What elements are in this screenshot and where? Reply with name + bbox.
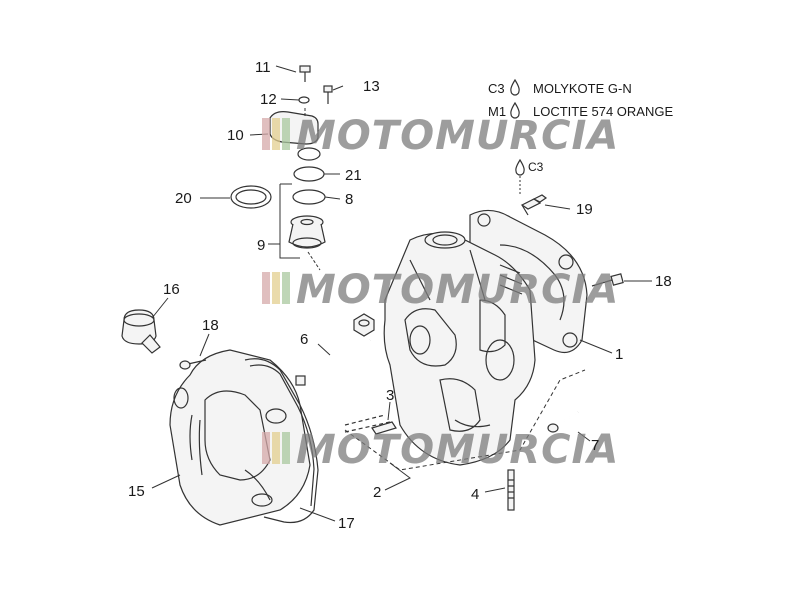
label-part-10: 10 xyxy=(227,127,244,144)
label-part-7: 7 xyxy=(591,437,599,454)
part-20-gasket-ring xyxy=(230,185,272,209)
part-7-bolt xyxy=(547,411,579,433)
label-part-9: 9 xyxy=(257,237,265,254)
part-21-o-ring xyxy=(293,166,325,182)
part-3-dowel xyxy=(371,421,397,435)
spacer-nut xyxy=(353,313,375,337)
part-15-valve-cover xyxy=(169,349,311,526)
legend-code-1: C3 xyxy=(488,81,505,96)
part-16-breather xyxy=(121,309,161,354)
watermark-text: MOTOMURCIA xyxy=(296,113,619,159)
label-part-4: 4 xyxy=(471,486,479,503)
thermostat-stack xyxy=(230,65,333,271)
grease-drop-icon xyxy=(510,78,520,96)
part-12-washer xyxy=(298,96,310,104)
label-part-18-right: 18 xyxy=(655,273,672,290)
callout-code: C3 xyxy=(528,160,544,174)
part-18-bolt-right xyxy=(591,273,624,287)
sealant-drop-icon xyxy=(510,101,520,119)
label-part-6: 6 xyxy=(300,331,308,348)
leader-lines xyxy=(151,65,652,522)
grease-drop-icon xyxy=(515,158,525,176)
label-part-20: 20 xyxy=(175,190,192,207)
watermark-text: MOTOMURCIA xyxy=(296,427,619,473)
label-part-2: 2 xyxy=(373,484,381,501)
part-1-cylinder-head xyxy=(383,209,588,466)
label-part-13: 13 xyxy=(363,78,380,95)
label-part-16: 16 xyxy=(163,281,180,298)
part-8-seal xyxy=(292,189,326,205)
part-11-screw xyxy=(299,65,311,82)
label-part-12: 12 xyxy=(260,91,277,108)
part-6-long-bolt xyxy=(295,339,371,386)
legend-text-1: MOLYKOTE G-N xyxy=(533,81,632,96)
part-19-temperature-sensor xyxy=(520,194,548,216)
part-17-valve-cover-gasket xyxy=(244,358,319,524)
label-part-1: 1 xyxy=(615,346,623,363)
part-18-bolt-left xyxy=(179,359,207,370)
label-part-8: 8 xyxy=(345,191,353,208)
label-part-18-left: 18 xyxy=(202,317,219,334)
part-2-dowel-pair xyxy=(344,414,391,433)
watermark: MOTOMURCIA MOTOMURCIA MOTOMURCIA xyxy=(262,113,619,473)
part-labels: 11 13 12 10 21 8 20 9 19 18 1 6 7 3 2 4 … xyxy=(128,59,672,532)
label-part-17: 17 xyxy=(338,515,355,532)
legend-code-2: M1 xyxy=(488,104,506,119)
part-4-stud xyxy=(507,469,515,511)
label-part-11: 11 xyxy=(255,59,271,76)
label-part-15: 15 xyxy=(128,483,145,500)
watermark-text: MOTOMURCIA xyxy=(296,267,619,313)
lubricant-callout: C3 xyxy=(515,158,544,196)
part-13-bleed-screw xyxy=(323,85,333,104)
legend: C3 MOLYKOTE G-N M1 LOCTITE 574 ORANGE xyxy=(488,78,673,119)
label-part-21: 21 xyxy=(345,167,362,184)
label-part-3: 3 xyxy=(386,387,394,404)
label-part-19: 19 xyxy=(576,201,593,218)
part-9-thermostat xyxy=(288,215,326,249)
legend-text-2: LOCTITE 574 ORANGE xyxy=(533,104,673,119)
